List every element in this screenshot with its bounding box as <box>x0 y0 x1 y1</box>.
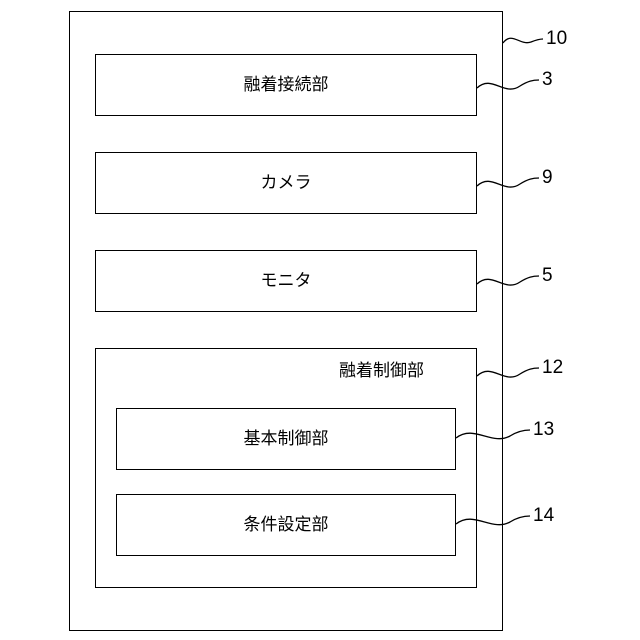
ref-numeral-13: 13 <box>533 419 554 441</box>
ref-numeral-9: 9 <box>542 167 553 189</box>
ref-numeral-12: 12 <box>542 357 563 379</box>
fusion-controller-label: 融着制御部 <box>339 361 424 381</box>
ref-numeral-5: 5 <box>542 265 553 287</box>
ref-numeral-14: 14 <box>533 505 554 527</box>
ref-numeral-10: 10 <box>546 28 567 50</box>
fusion-splicing-unit-label: 融着接続部 <box>96 75 476 95</box>
leader-line-10 <box>503 38 543 43</box>
condition-setting-unit-label: 条件設定部 <box>117 515 455 535</box>
basic-control-unit-label: 基本制御部 <box>117 429 455 449</box>
camera-label: カメラ <box>96 173 476 193</box>
ref-numeral-3: 3 <box>542 69 553 91</box>
monitor-label: モニタ <box>96 271 476 291</box>
monitor-box: モニタ <box>95 250 477 312</box>
camera-box: カメラ <box>95 152 477 214</box>
basic-control-unit-box: 基本制御部 <box>116 408 456 470</box>
condition-setting-unit-box: 条件設定部 <box>116 494 456 556</box>
fusion-splicing-unit-box: 融着接続部 <box>95 54 477 116</box>
